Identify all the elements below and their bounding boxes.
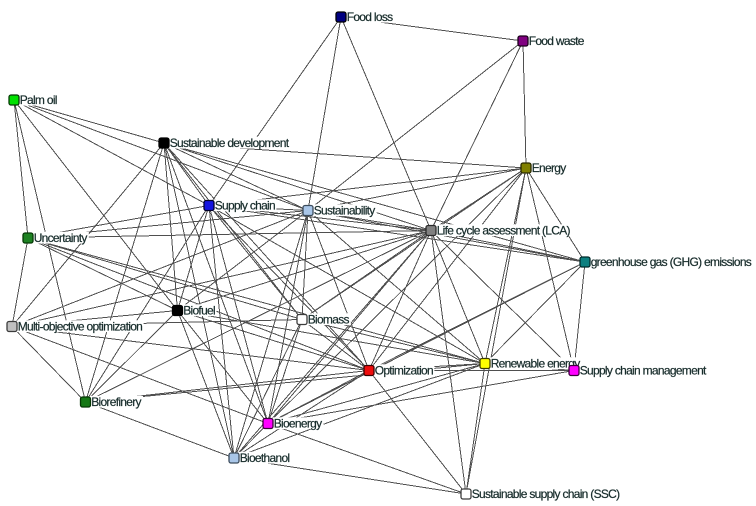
svg-text:Biomass: Biomass <box>308 313 350 327</box>
svg-text:Renewable energy: Renewable energy <box>491 357 581 371</box>
svg-text:Biofuel: Biofuel <box>183 304 215 318</box>
svg-text:Food waste: Food waste <box>529 34 585 48</box>
svg-text:Multi-objective optimization: Multi-objective optimization <box>18 320 142 334</box>
svg-text:Sustainable supply chain (SSC): Sustainable supply chain (SSC) <box>472 487 620 501</box>
svg-text:Supply chain management: Supply chain management <box>580 364 707 378</box>
svg-text:Supply chain: Supply chain <box>215 199 275 213</box>
svg-text:Palm oil: Palm oil <box>20 93 57 107</box>
svg-text:Food loss: Food loss <box>347 10 393 24</box>
svg-text:Bioethanol: Bioethanol <box>240 451 290 465</box>
svg-text:Uncertainty: Uncertainty <box>34 231 88 245</box>
svg-text:Sustainability: Sustainability <box>314 204 376 218</box>
svg-text:Optimization: Optimization <box>375 364 433 378</box>
svg-text:greenhouse gas (GHG) emissions: greenhouse gas (GHG) emissions <box>591 255 752 269</box>
svg-text:Bioenergy: Bioenergy <box>274 417 322 431</box>
svg-text:Biorefinery: Biorefinery <box>91 395 141 409</box>
svg-text:Sustainable development: Sustainable development <box>170 136 290 150</box>
svg-text:Energy: Energy <box>532 161 567 175</box>
svg-text:Life cycle assessment (LCA): Life cycle assessment (LCA) <box>437 224 571 238</box>
